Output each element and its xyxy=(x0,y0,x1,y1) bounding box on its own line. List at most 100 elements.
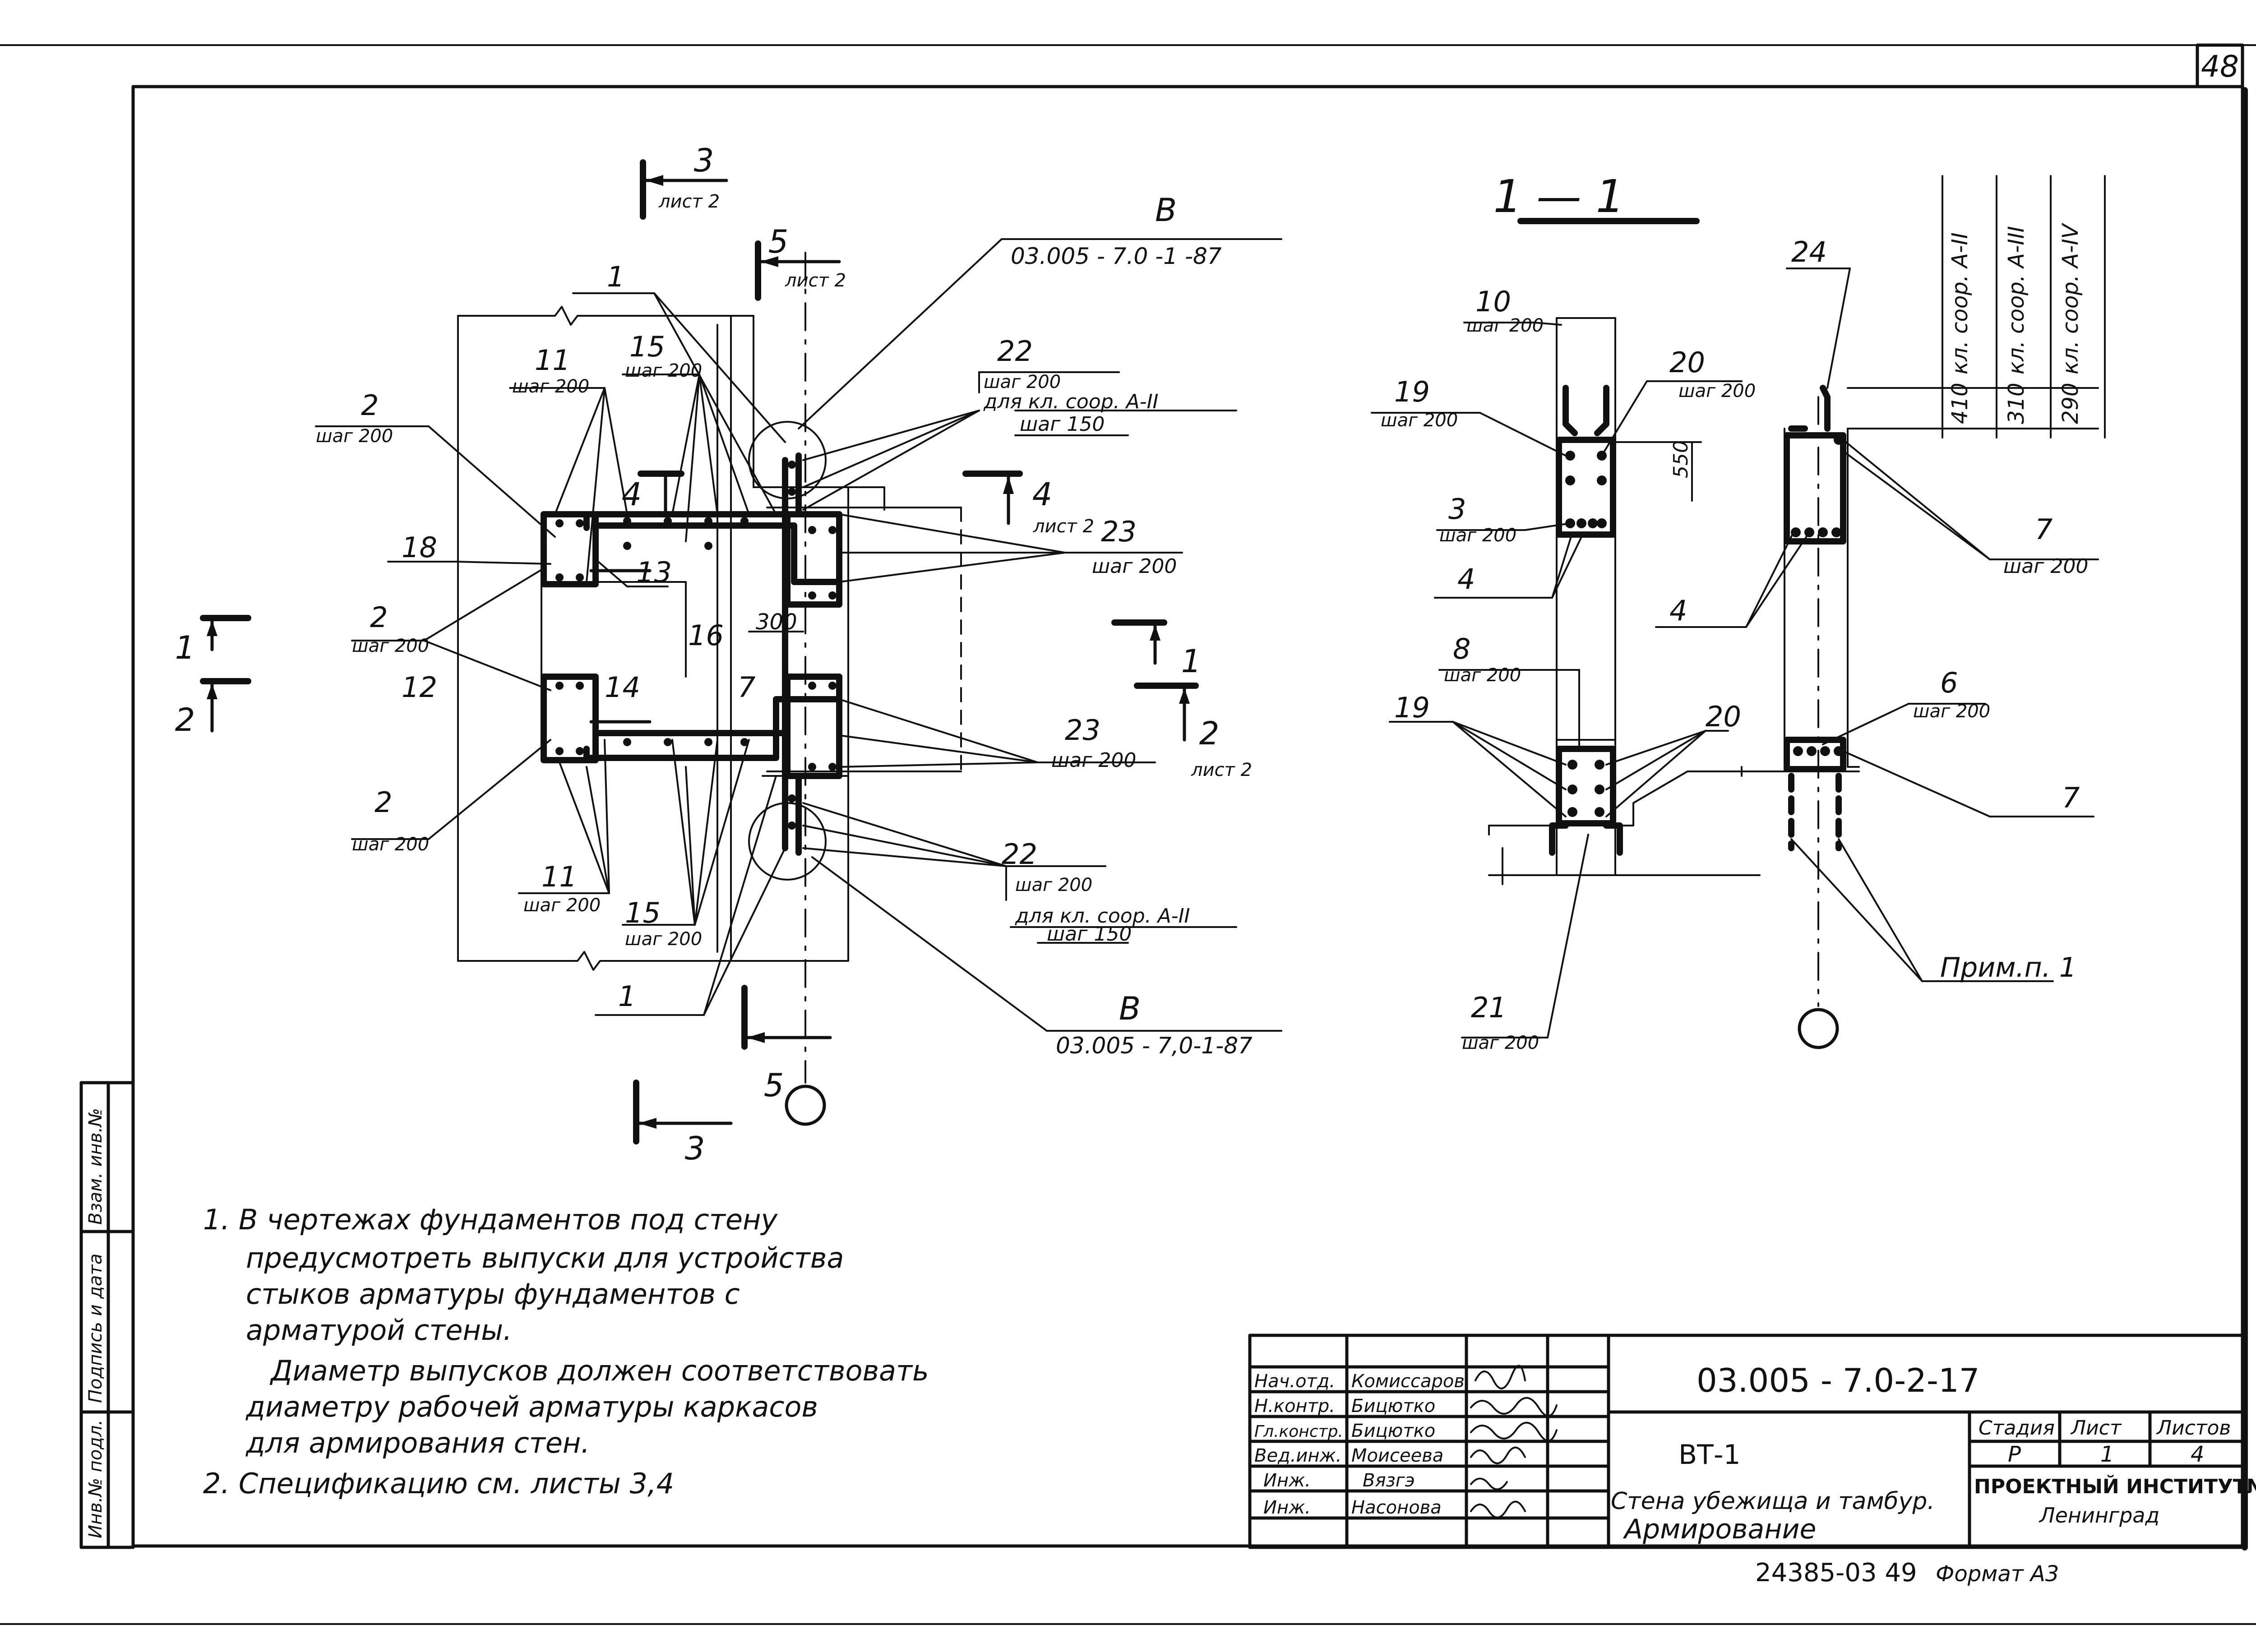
axis-bubble-section xyxy=(1798,1008,1839,1049)
svg-text:5: 5 xyxy=(764,1067,784,1104)
stamp-role-1: Нач.отд. xyxy=(1254,1371,1335,1392)
title-org: ПРОЕКТНЫЙ ИНСТИТУТ№1 xyxy=(1974,1474,2256,1498)
sec-callout-10-step: шаг 200 xyxy=(1466,315,1544,336)
note-1-line-4: арматурой стены. xyxy=(246,1314,512,1347)
note-1-line-3: стыков арматуры фундаментов с xyxy=(246,1278,740,1311)
axis-bubble xyxy=(785,1084,826,1126)
section-mark-1-2-right: 1 2 лист 2 xyxy=(1111,619,1252,780)
title-line-1: Стена убежища и тамбур. xyxy=(1611,1488,1935,1515)
title-stage-value: Р xyxy=(2008,1442,2021,1467)
callout-12: 12 xyxy=(402,671,437,704)
class-label-a3: кл. соор. А-III xyxy=(2004,226,2029,374)
sec-callout-24: 24 xyxy=(1791,235,1827,268)
rebar-cages xyxy=(541,452,842,856)
callout-14: 14 xyxy=(605,671,640,704)
node-b-circle-bottom xyxy=(748,802,827,881)
svg-text:1: 1 xyxy=(175,629,195,666)
title-block: 03.005 - 7.0-2-17 ВТ-1 Стена убежища и т… xyxy=(1248,1334,2256,1549)
margin-sign-date: Подпись и дата xyxy=(85,1254,106,1403)
callout-15-top-step: шаг 200 xyxy=(625,360,702,381)
svg-text:лист 2: лист 2 xyxy=(785,270,846,291)
sec-callout-7-top-step: шаг 200 xyxy=(2003,555,2088,578)
callout-2c-step: шаг 200 xyxy=(352,834,429,855)
title-line-2: Армирование xyxy=(1623,1514,1816,1545)
note-1-line-6: диаметру рабочей арматуры каркасов xyxy=(245,1390,818,1423)
section-title: 1 — 1 xyxy=(1493,170,1625,223)
title-stage-header: Стадия xyxy=(1979,1417,2055,1440)
callout-11-bot-num: 11 xyxy=(541,860,577,893)
class-dim-290: 290 xyxy=(2058,383,2083,424)
callout-15-bot-step: шаг 200 xyxy=(625,929,702,950)
stamp-name-6: Насонова xyxy=(1351,1497,1442,1518)
sec-callout-20-bot: 20 xyxy=(1706,700,1741,733)
section-mark-5-bottom: 5 xyxy=(741,985,832,1104)
svg-text:4: 4 xyxy=(1032,476,1053,513)
svg-text:2: 2 xyxy=(175,701,195,738)
sec-callout-4-left: 4 xyxy=(1457,563,1475,595)
title-city: Ленинград xyxy=(2039,1503,2159,1527)
sec-callout-4-right: 4 xyxy=(1669,594,1687,627)
general-notes: 1. В чертежах фундаментов под стену пред… xyxy=(203,1203,929,1500)
sec-callout-21-step: шаг 200 xyxy=(1462,1033,1539,1053)
callout-18: 18 xyxy=(402,531,437,564)
note-1-line-1: 1. В чертежах фундаментов под стену xyxy=(203,1203,778,1236)
wall-break-line-bottom xyxy=(457,951,849,971)
node-b-top-letter: В xyxy=(1155,192,1177,229)
wall-break-line-top xyxy=(457,306,754,326)
svg-text:1: 1 xyxy=(1181,643,1202,680)
rebar-dots xyxy=(555,461,837,830)
sec-callout-19-top-num: 19 xyxy=(1394,375,1430,408)
class-label-a2: кл. соор. А-II xyxy=(1947,232,1973,374)
title-sheet-value: 1 xyxy=(2100,1442,2114,1467)
svg-text:3: 3 xyxy=(685,1130,705,1167)
class-dim-310: 310 xyxy=(2004,383,2029,424)
stamp-role-2: Н.контр. xyxy=(1254,1396,1335,1417)
stamp-role-4: Вед.инж. xyxy=(1254,1445,1341,1466)
callout-1-top: 1 xyxy=(607,260,624,293)
svg-text:48: 48 xyxy=(2201,49,2239,84)
section-mark-4-left: 4 xyxy=(622,471,684,516)
callout-2b-step: шаг 200 xyxy=(352,636,429,656)
svg-text:2: 2 xyxy=(1199,715,1220,752)
note-1-line-7: для армирования стен. xyxy=(245,1426,590,1459)
sec-callout-19-bot: 19 xyxy=(1394,691,1430,724)
callout-22-top-num: 22 xyxy=(997,335,1033,368)
svg-text:лист 2: лист 2 xyxy=(658,191,720,212)
sec-callout-19-top-step: шаг 200 xyxy=(1381,410,1458,431)
inventory-number: 24385-03 49 xyxy=(1755,1558,1917,1587)
sec-callout-3-step: шаг 200 xyxy=(1439,525,1516,546)
stamp-name-5: Вязгэ xyxy=(1363,1470,1415,1491)
callout-22-bot-step: шаг 200 xyxy=(1015,875,1092,895)
callout-11-top-num: 11 xyxy=(535,344,570,377)
stamp-name-1: Комиссаров xyxy=(1351,1371,1465,1392)
stamp-name-4: Моисеева xyxy=(1351,1445,1443,1466)
signatures xyxy=(1470,1365,1558,1518)
callout-23-top-num: 23 xyxy=(1101,515,1137,548)
node-b-circle-top xyxy=(748,421,827,499)
callout-11-top-step: шаг 200 xyxy=(512,376,589,397)
section-mark-3-bottom: 3 xyxy=(633,1080,733,1167)
callout-23-top-step: шаг 200 xyxy=(1092,555,1177,578)
sec-callout-10-num: 10 xyxy=(1475,285,1511,318)
svg-text:3: 3 xyxy=(694,142,714,179)
dim-300: 300 xyxy=(756,609,797,635)
section-mark-3-top: 3 лист 2 xyxy=(640,142,728,220)
sheet-number-box: 48 xyxy=(2196,43,2244,88)
callout-23-bot-step: шаг 200 xyxy=(1051,749,1136,772)
callout-22-bot-num: 22 xyxy=(1002,838,1037,871)
sec-callout-20-top-num: 20 xyxy=(1669,346,1705,379)
callout-22-bot-note: для кл. соор. А-II xyxy=(1015,904,1190,928)
svg-text:лист 2: лист 2 xyxy=(1191,760,1252,780)
note-2: 2. Спецификацию см. листы 3,4 xyxy=(203,1467,674,1500)
sec-dim-550: 550 xyxy=(1669,440,1692,478)
title-sheets-value: 4 xyxy=(2191,1442,2205,1467)
node-b-bot-ref: 03.005 - 7,0-1-87 xyxy=(1056,1033,1253,1059)
svg-text:лист 2: лист 2 xyxy=(1033,516,1094,537)
sec-callout-6-num: 6 xyxy=(1940,666,1958,699)
sec-prim-note: Прим.п. 1 xyxy=(1940,952,2076,983)
sec-callout-20-top-step: шаг 200 xyxy=(1678,381,1756,401)
node-b-bot-letter: В xyxy=(1119,990,1141,1027)
plan-view: 3 лист 2 5 лист 2 4 4 лист 2 1 xyxy=(175,142,1282,1167)
stamp-role-3: Гл.констр. xyxy=(1254,1422,1343,1441)
